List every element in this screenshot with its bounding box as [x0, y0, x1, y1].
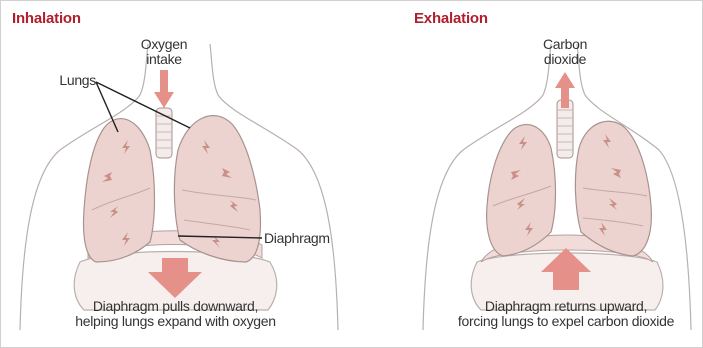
- left-lung: [487, 125, 556, 256]
- inhalation-panel: Inhalation Oxygen intake Lungs Diaphragm…: [0, 0, 351, 346]
- oxygen-intake-label: Oxygen intake: [136, 37, 192, 67]
- carbon-dioxide-label: Carbon dioxide: [533, 37, 597, 67]
- exhalation-caption: Diaphragm returns upward, forcing lungs …: [441, 299, 691, 329]
- exhalation-panel: Exhalation Carbon dioxide Diaphragm retu…: [351, 0, 702, 346]
- diaphragm-label: Diaphragm: [264, 231, 344, 246]
- inhalation-caption: Diaphragm pulls downward, helping lungs …: [0, 299, 351, 329]
- inhalation-title: Inhalation: [12, 10, 81, 27]
- trachea: [557, 100, 573, 158]
- oxygen-arrow: [154, 70, 174, 108]
- exhalation-illustration: [351, 0, 702, 346]
- lungs-pointer-right: [96, 82, 190, 128]
- exhalation-title: Exhalation: [414, 10, 488, 27]
- lungs-label: Lungs: [32, 73, 96, 88]
